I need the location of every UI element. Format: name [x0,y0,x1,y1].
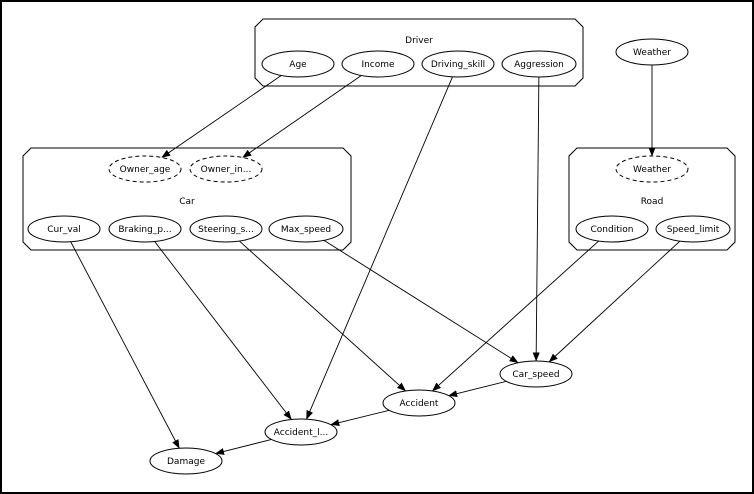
cluster-label-car: Car [179,197,195,207]
node-ellipse-speed_limit [655,215,731,243]
node-label-age: Age [289,60,307,70]
node-label-driving_skill: Driving_skill [431,60,485,70]
node-aggression[interactable]: Aggression [501,50,577,78]
node-age[interactable]: Age [261,50,335,78]
node-label-damage: Damage [167,457,205,467]
node-label-max_speed: Max_speed [281,225,331,235]
node-label-cur_val: Cur_val [47,225,81,235]
node-ellipse-age [261,50,335,78]
node-cur_val[interactable]: Cur_val [27,215,101,243]
node-ellipse-weather_road [615,155,689,183]
node-weather[interactable]: Weather [615,38,689,66]
node-label-accident_level: Accident_l... [274,428,328,438]
edge-income-to-owner_income [242,75,362,158]
cluster-driver: Driver [254,18,584,87]
node-label-owner_age: Owner_age [120,165,171,175]
edge-steering_safety-to-accident [239,240,406,392]
cluster-box-driver [254,18,584,87]
node-label-car_speed: Car_speed [512,370,559,380]
node-ellipse-condition [575,215,649,243]
node-label-accident: Accident [400,399,439,409]
cluster-box-car [22,147,352,251]
node-label-income: Income [361,60,395,70]
node-ellipse-car_speed [499,360,573,388]
edge-cur_val-to-damage [70,241,180,449]
edge-aggression-to-car_speed [532,76,540,362]
node-ellipse-weather [615,38,689,66]
node-owner_income[interactable]: Owner_in... [189,155,263,183]
node-braking_power[interactable]: Braking_p... [108,215,182,243]
node-ellipse-accident [382,389,456,417]
node-ellipse-steering_safety [189,215,263,243]
node-label-weather_road: Weather [633,165,671,175]
node-label-owner_income: Owner_in... [201,165,252,175]
node-car_speed[interactable]: Car_speed [499,360,573,388]
edge-age-to-owner_age [161,75,282,158]
node-label-aggression: Aggression [514,60,564,70]
cluster-label-driver: Driver [405,36,433,46]
node-accident[interactable]: Accident [382,389,456,417]
node-ellipse-cur_val [27,215,101,243]
node-driving_skill[interactable]: Driving_skill [421,50,495,78]
cluster-car: Car [22,147,352,251]
edge-braking_power-to-accident_level [154,241,292,420]
edge-condition-to-accident [432,240,599,392]
node-steering_safety[interactable]: Steering_s... [189,215,263,243]
node-label-speed_limit: Speed_limit [667,225,720,235]
node-label-weather: Weather [633,48,671,58]
node-ellipse-accident_level [264,418,338,446]
node-ellipse-damage [149,447,223,475]
edge-speed_limit-to-car_speed [548,240,681,363]
node-ellipse-owner_income [189,155,263,183]
node-speed_limit[interactable]: Speed_limit [655,215,731,243]
edge-accident-to-accident_level [330,409,390,427]
node-label-condition: Condition [591,225,634,235]
node-condition[interactable]: Condition [575,215,649,243]
node-ellipse-income [341,50,415,78]
edge-car_speed-to-accident [448,380,507,397]
node-income[interactable]: Income [341,50,415,78]
node-owner_age[interactable]: Owner_age [108,155,182,183]
node-weather_road[interactable]: Weather [615,155,689,183]
node-label-steering_safety: Steering_s... [198,225,254,235]
node-max_speed[interactable]: Max_speed [268,215,344,243]
node-label-braking_power: Braking_p... [118,225,171,235]
node-ellipse-max_speed [268,215,344,243]
node-ellipse-braking_power [108,215,182,243]
node-damage[interactable]: Damage [149,447,223,475]
node-accident_level[interactable]: Accident_l... [264,418,338,446]
node-ellipse-owner_age [108,155,182,183]
node-ellipse-driving_skill [421,50,495,78]
cluster-label-road: Road [641,197,664,207]
edge-accident_level-to-damage [215,439,272,455]
node-ellipse-aggression [501,50,577,78]
edge-driving_skill-to-accident_level [306,76,453,420]
